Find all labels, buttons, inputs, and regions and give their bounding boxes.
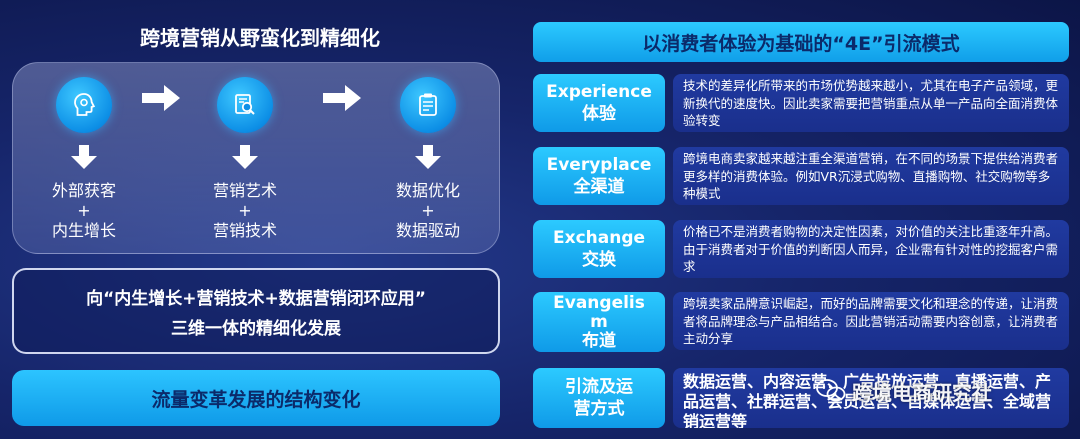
data-clipboard-icon	[400, 77, 456, 133]
watermark: 跨境电商研究社	[816, 373, 992, 409]
strategy-box: 向“内生增长+营销技术+数据营销闭环应用” 三维一体的精细化发展	[12, 268, 500, 354]
watermark-text: 跨境电商研究社	[852, 380, 992, 405]
step-3-plus: +	[421, 201, 435, 220]
row-description: 跨境电商卖家越来越注重全渠道营销，在不同的场景下提供给消费者更多样的消费体验。例…	[673, 147, 1069, 205]
row-label-cn: 交换	[582, 250, 616, 270]
strategy-line-2: 三维一体的精细化发展	[171, 319, 341, 339]
strategy-line-1: 向“内生增长+营销技术+数据营销闭环应用”	[86, 289, 426, 309]
down-arrow-icon	[71, 145, 97, 169]
step-2-line2: 营销技术	[212, 221, 277, 240]
step-1-line2: 内生增长	[51, 221, 116, 240]
step-2-line1: 营销艺术	[212, 181, 277, 200]
row-label-en: Everyplace	[546, 155, 652, 175]
row-label: Experience 体验	[533, 74, 665, 132]
row-label-cn: 体验	[582, 104, 616, 124]
row-label-en: Exchange	[552, 228, 646, 248]
magnifier-document-icon	[217, 77, 273, 133]
step-1-plus: +	[77, 201, 91, 220]
left-title: 跨境营销从野蛮化到精细化	[140, 26, 380, 50]
row-label-en-suffix: m	[590, 311, 608, 332]
row-label-en: Experience	[546, 82, 652, 102]
journey-panel: 外部获客 + 内生增长 营销艺术 + 营销技术	[12, 62, 500, 254]
step-1-line1: 外部获客	[51, 181, 116, 200]
step-2-plus: +	[238, 201, 252, 220]
row-description: 数据运营、内容运营、广告投放运营、直播运营、产品运营、社群运营、会员运营、自媒体…	[673, 368, 1069, 428]
row-label: 引流及运 营方式	[533, 368, 665, 428]
down-arrow-icon	[232, 145, 258, 169]
step-1: 外部获客 + 内生增长	[9, 77, 159, 241]
right-arrow-icon	[142, 85, 180, 111]
step-3-line1: 数据优化	[395, 181, 460, 200]
down-arrow-icon	[415, 145, 441, 169]
row-label-line2: 营方式	[573, 399, 625, 419]
flow-change-bar: 流量变革发展的结构变化	[12, 370, 500, 426]
head-gear-icon	[56, 77, 112, 133]
row-label: Everyplace 全渠道	[533, 147, 665, 205]
row-description: 价格已不是消费者购物的决定性因素，对价值的关注比重逐年升高。由于消费者对于价值的…	[673, 220, 1069, 278]
model-title: 以消费者体验为基础的“4E”引流模式	[533, 22, 1069, 62]
row-label: Evangelis m 布道	[533, 292, 665, 352]
step-2: 营销艺术 + 营销技术	[170, 77, 320, 241]
row-label-cn: 布道	[582, 330, 616, 351]
row-description: 技术的差异化所带来的市场优势越来越小，尤其在电子产品领域，更新换代的速度快。因此…	[673, 74, 1069, 132]
right-arrow-icon	[323, 85, 361, 111]
row-label-line1: 引流及运	[565, 377, 633, 397]
step-3: 数据优化 + 数据驱动	[353, 77, 503, 241]
row-label: Exchange 交换	[533, 220, 665, 278]
row-label-en: Evangelis	[553, 292, 645, 313]
step-3-line2: 数据驱动	[395, 221, 460, 240]
row-label-cn: 全渠道	[573, 177, 625, 197]
wechat-icon	[816, 379, 846, 402]
row-description: 跨境卖家品牌意识崛起，而好的品牌需要文化和理念的传递，让消费者将品牌理念与产品相…	[673, 292, 1069, 350]
